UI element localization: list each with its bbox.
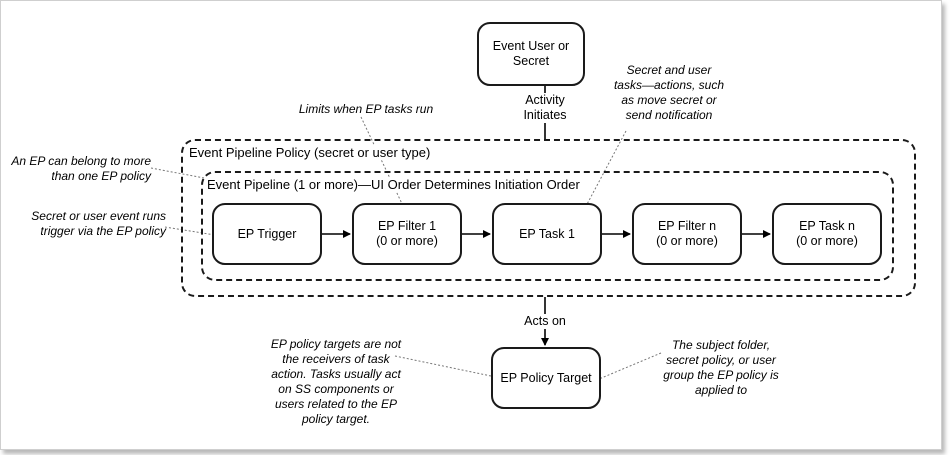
note-targets-line-2: the receivers of task <box>282 352 390 366</box>
note-limits: Limits when EP tasks run <box>281 102 451 117</box>
note-secret-tasks-line-4: send notification <box>625 108 713 122</box>
note-subject-line-1: The subject folder, <box>671 338 771 352</box>
note-runs-trigger-line-1: Secret or user event runs <box>31 209 166 223</box>
ep-task-n-line-2: (0 or more) <box>796 234 858 248</box>
note-subject-line-2: secret policy, or user <box>666 353 776 367</box>
ep-filter-n-line-2: (0 or more) <box>656 234 718 248</box>
event-user-line-2: Secret <box>512 54 550 68</box>
leader-secret-tasks <box>576 130 627 224</box>
note-targets: EP policy targets are not the receivers … <box>251 337 421 427</box>
acts-on-text: Acts on <box>524 314 566 328</box>
event-user-node: Event User or Secret <box>477 22 585 86</box>
ep-policy-target-node: EP Policy Target <box>491 347 601 409</box>
note-secret-tasks: Secret and user tasks—actions, such as m… <box>599 63 739 123</box>
note-targets-line-4: on SS components or <box>278 382 394 396</box>
acts-on-label: Acts on <box>513 314 577 329</box>
note-runs-trigger-line-2: trigger via the EP policy <box>40 224 166 238</box>
event-pipeline-policy-label: Event Pipeline Policy (secret or user ty… <box>187 145 433 160</box>
event-user-line-1: Event User or <box>492 39 570 53</box>
ep-task-1-text: EP Task 1 <box>519 226 575 241</box>
note-belongs-line-2: than one EP policy <box>51 169 151 183</box>
ep-task-1-node: EP Task 1 <box>492 203 602 265</box>
ep-filter-1-node: EP Filter 1 (0 or more) <box>352 203 462 265</box>
leader-runs-trigger <box>164 226 216 236</box>
ep-policy-target-text: EP Policy Target <box>500 370 592 385</box>
ep-filter-n-node: EP Filter n (0 or more) <box>632 203 742 265</box>
leader-targets <box>394 355 492 377</box>
note-secret-tasks-line-3: as move secret or <box>621 93 717 107</box>
note-runs-trigger: Secret or user event runs trigger via th… <box>11 209 166 239</box>
ep-task-n-line-1: EP Task n <box>799 219 855 233</box>
note-targets-line-6: policy target. <box>301 412 371 426</box>
ep-filter-1-line-2: (0 or more) <box>376 234 438 248</box>
ep-trigger-text: EP Trigger <box>237 226 297 241</box>
note-limits-line-1: Limits when EP tasks run <box>298 102 434 116</box>
activity-initiates-label: Activity Initiates <box>501 93 589 123</box>
leader-belongs <box>150 167 205 179</box>
note-subject: The subject folder, secret policy, or us… <box>641 338 801 398</box>
ep-filter-1-line-1: EP Filter 1 <box>377 219 437 233</box>
activity-initiates-line-1: Activity <box>525 93 565 107</box>
note-secret-tasks-line-2: tasks—actions, such <box>613 78 725 92</box>
note-belongs-line-1: An EP can belong to more <box>11 154 151 168</box>
event-pipeline-policy-box <box>181 139 916 297</box>
note-secret-tasks-line-1: Secret and user <box>626 63 712 77</box>
note-targets-line-1: EP policy targets are not <box>270 337 402 351</box>
event-pipeline-label: Event Pipeline (1 or more)—UI Order Dete… <box>205 177 582 192</box>
note-subject-line-4: applied to <box>694 383 748 397</box>
note-belongs: An EP can belong to more than one EP pol… <box>11 154 151 184</box>
note-targets-line-5: users related to the EP <box>274 397 398 411</box>
note-subject-line-3: group the EP policy is <box>663 368 779 382</box>
event-pipeline-box <box>201 171 894 281</box>
ep-trigger-node: EP Trigger <box>212 203 322 265</box>
ep-task-n-node: EP Task n (0 or more) <box>772 203 882 265</box>
leader-subject <box>598 352 662 380</box>
activity-initiates-line-2: Initiates <box>523 108 567 122</box>
ep-filter-n-line-1: EP Filter n <box>657 219 717 233</box>
note-targets-line-3: action. Tasks usually act <box>271 367 401 381</box>
